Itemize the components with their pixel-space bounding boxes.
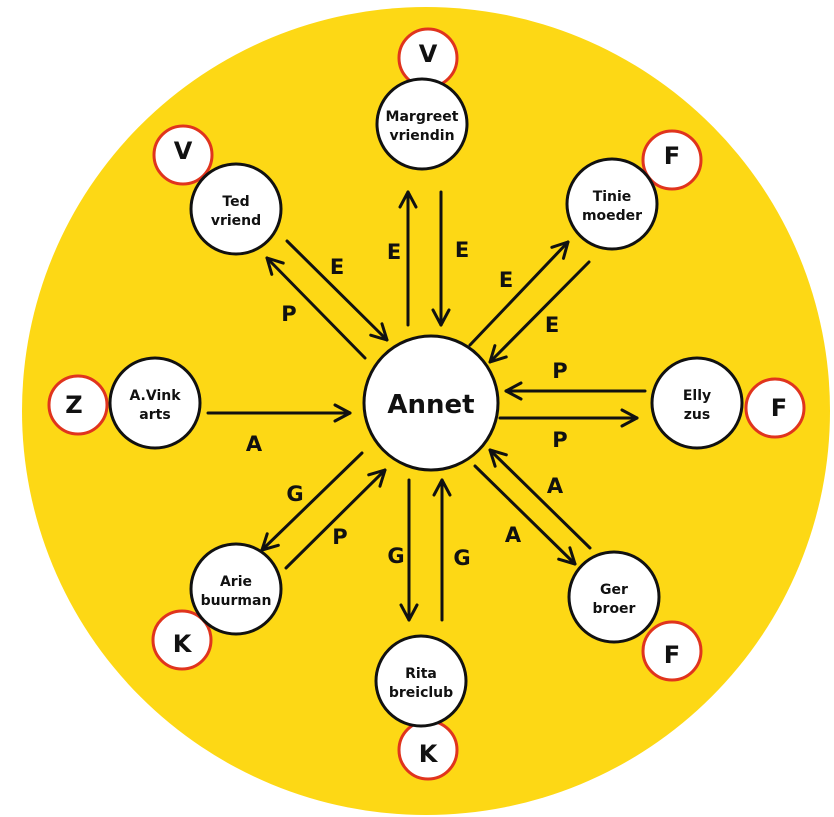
node-circle-avink: [108, 356, 202, 450]
node-name-rita: Rita: [405, 666, 437, 682]
node-margreet: V Margreet vriendin: [375, 27, 469, 171]
node-ted: V Ted vriend: [152, 124, 283, 256]
node-elly: F Elly zus: [650, 356, 806, 450]
arrows-layer: [206, 190, 647, 622]
center-node: Annet: [362, 334, 500, 472]
arrow-ted-to-node: [265, 256, 367, 360]
arrow-ger-to-node: [473, 464, 577, 566]
arrow-label-avink-to-center: A: [246, 432, 263, 456]
node-circle-tinie: [565, 157, 659, 251]
arrow-label-ger-to-node: A: [505, 523, 522, 547]
node-ger: F Ger broer: [567, 550, 703, 682]
badge-circle-elly: [744, 377, 806, 439]
badge-circle-avink: [47, 374, 109, 436]
center-circle: [362, 334, 500, 472]
badge-circle-ted: [152, 124, 214, 186]
node-role-avink: arts: [139, 407, 170, 423]
node-circle-elly: [650, 356, 744, 450]
arrow-tinie-to-center: [488, 260, 591, 364]
node-role-rita: breiclub: [389, 685, 453, 701]
node-name-ted: Ted: [222, 194, 249, 210]
node-role-margreet: vriendin: [389, 128, 454, 144]
node-role-ted: vriend: [211, 213, 261, 229]
node-name-arie: Arie: [220, 574, 252, 590]
node-circle-rita: [374, 634, 468, 728]
badge-label-tinie: F: [664, 142, 680, 170]
badge-label-avink: Z: [65, 391, 82, 419]
arrow-label-tinie-to-center: E: [545, 313, 559, 337]
node-role-arie: buurman: [201, 593, 272, 609]
badge-label-ted: V: [174, 137, 193, 165]
badge-label-arie: K: [173, 630, 193, 658]
arrow-tinie-to-node: [468, 240, 570, 347]
arrow-label-ted-to-center: E: [330, 255, 344, 279]
arrow-label-margreet-to-center: E: [455, 238, 469, 262]
node-role-elly: zus: [684, 407, 710, 423]
badge-label-margreet: V: [419, 40, 438, 68]
node-circle-ted: [189, 162, 283, 256]
node-arie: K Arie buurman: [151, 542, 283, 671]
node-name-tinie: Tinie: [593, 189, 632, 205]
arrow-label-elly-to-node: P: [552, 428, 567, 452]
arrow-label-arie-to-center: P: [332, 525, 347, 549]
node-name-avink: A.Vink: [129, 388, 181, 404]
badge-label-rita: K: [419, 740, 439, 768]
arrow-label-elly-to-center: P: [552, 359, 567, 383]
arrow-label-margreet-to-node: E: [387, 240, 401, 264]
node-rita: K Rita breiclub: [374, 634, 468, 781]
arrow-label-rita-to-center: G: [453, 546, 470, 570]
arrow-label-ted-to-node: P: [281, 302, 296, 326]
arrow-ted-to-center: [285, 239, 389, 342]
arrow-label-arie-to-node: G: [286, 482, 303, 506]
arrow-label-ger-to-center: A: [547, 474, 564, 498]
node-name-margreet: Margreet: [386, 109, 459, 125]
node-role-ger: broer: [593, 601, 636, 617]
center-label: Annet: [387, 390, 474, 420]
badge-label-elly: F: [771, 394, 787, 422]
arrow-arie-to-center: [284, 468, 387, 570]
nodes-layer: VMargreetvriendinFTiniemoederFEllyzusFGe…: [47, 27, 806, 781]
badge-circle-arie: [151, 609, 213, 671]
node-tinie: F Tinie moeder: [565, 129, 703, 251]
node-circle-arie: [189, 542, 283, 636]
node-circle-margreet: [375, 77, 469, 171]
badge-circle-ger: [641, 620, 703, 682]
node-circle-ger: [567, 550, 661, 644]
badge-label-ger: F: [664, 641, 680, 669]
node-avink: Z A.Vink arts: [47, 356, 202, 450]
arrow-ger-to-center: [488, 448, 592, 550]
badge-circle-tinie: [641, 129, 703, 191]
node-name-ger: Ger: [600, 582, 628, 598]
node-name-elly: Elly: [683, 388, 711, 404]
arrow-arie-to-node: [260, 451, 364, 552]
arrow-label-rita-to-node: G: [387, 544, 404, 568]
node-role-tinie: moeder: [582, 208, 642, 224]
arrow-label-tinie-to-node: E: [499, 268, 513, 292]
